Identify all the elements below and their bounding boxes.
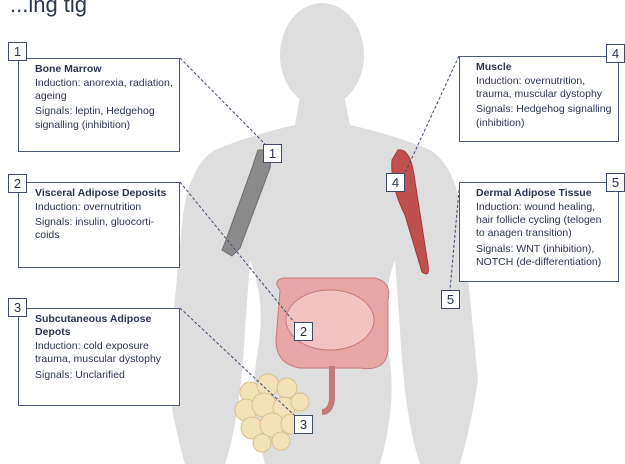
callout-induction: Induction: cold exposure trauma, muscula…: [35, 340, 173, 366]
body-marker: 4: [386, 173, 405, 192]
callout-box-visceral-adipose: Visceral Adipose Deposits Induction: ove…: [18, 182, 180, 268]
callout-number-box: 1: [8, 42, 27, 61]
body-marker: 5: [441, 290, 460, 309]
callout-title: Muscle: [476, 61, 612, 74]
callout-signals: Signals: WNT (inhibition), NOTCH (de-dif…: [476, 243, 612, 269]
callout-induction: Induction: wound healing, hair follicle …: [476, 201, 612, 240]
callout-signals: Signals: leptin, Hedgehog signalling (in…: [35, 105, 173, 131]
callout-signals: Signals: insulin, gluocorti-coids: [35, 216, 173, 242]
callout-induction: Induction: overnutrition, trauma, muscul…: [476, 75, 612, 101]
callout-signals: Signals: Hedgehog signalling (inhibition…: [476, 103, 612, 129]
callout-title: Bone Marrow: [35, 63, 173, 76]
callout-number-box: 2: [8, 174, 27, 193]
callout-box-dermal-adipose: Dermal Adipose Tissue Induction: wound h…: [459, 182, 619, 282]
body-marker: 2: [294, 322, 313, 341]
callout-induction: Induction: anorexia, radiation, ageing: [35, 77, 173, 103]
body-marker: 1: [263, 144, 282, 163]
human-silhouette: [167, 3, 478, 464]
callout-induction: Induction: overnutrition: [35, 201, 173, 214]
callout-signals: Signals: Unclarified: [35, 369, 173, 382]
callout-title: Subcutaneous Adipose Depots: [35, 313, 173, 339]
callout-number-box: 5: [606, 173, 625, 192]
callout-number-box: 4: [606, 44, 625, 63]
body-marker: 3: [294, 415, 313, 434]
callout-box-muscle: Muscle Induction: overnutrition, trauma,…: [459, 56, 619, 142]
callout-number-box: 3: [8, 298, 27, 317]
callout-title: Visceral Adipose Deposits: [35, 187, 173, 200]
callout-box-bone-marrow: Bone Marrow Induction: anorexia, radiati…: [18, 58, 180, 152]
callout-title: Dermal Adipose Tissue: [476, 187, 612, 200]
callout-box-subcutaneous-adipose: Subcutaneous Adipose Depots Induction: c…: [18, 308, 180, 406]
